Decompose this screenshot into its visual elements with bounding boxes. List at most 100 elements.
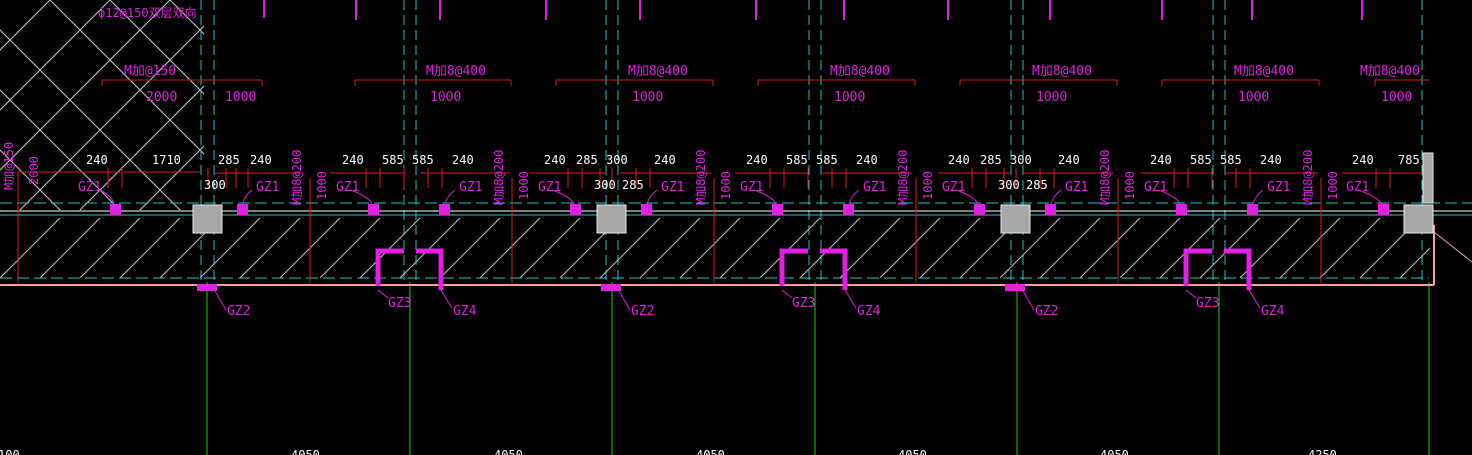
column-1 (192, 204, 223, 234)
gz3-tag: GZ3 (792, 296, 815, 311)
svg-text:240: 240 (250, 153, 272, 167)
dimension-labels: 240 1710 285 240 300 240 585 585 240 240… (86, 153, 1420, 192)
vspan-left: 2000 (27, 156, 41, 185)
gz1-tag: GZ1 (459, 180, 482, 195)
structural-columns[interactable] (192, 152, 1434, 234)
vlabel-4: M加8@200 (896, 150, 910, 205)
gz1-tag: GZ1 (1267, 180, 1290, 195)
svg-text:585: 585 (1190, 153, 1212, 167)
svg-text:585: 585 (1220, 153, 1242, 167)
svg-text:4050: 4050 (494, 448, 523, 455)
svg-text:585: 585 (786, 153, 808, 167)
vlabel-left: M加@150 (2, 142, 16, 190)
svg-text:240: 240 (1058, 153, 1080, 167)
grid-spacing-labels: 100 4050 4050 4050 4050 4050 4250 (0, 448, 1337, 455)
svg-text:4250: 4250 (1308, 448, 1337, 455)
rebar-label-4: M加8@400 (830, 64, 890, 79)
svg-text:4050: 4050 (1100, 448, 1129, 455)
span-4: 1000 (834, 90, 865, 105)
svg-text:285: 285 (980, 153, 1002, 167)
svg-text:240: 240 (452, 153, 474, 167)
column-2 (596, 204, 627, 234)
span-labels: 2000 1000 1000 1000 1000 1000 1000 1000 (146, 90, 1412, 105)
span-2: 1000 (430, 90, 461, 105)
svg-text:240: 240 (746, 153, 768, 167)
svg-text:785: 785 (1398, 153, 1420, 167)
svg-text:240: 240 (342, 153, 364, 167)
gz1-tag: GZ1 (538, 180, 561, 195)
rebar-label-6: M加8@400 (1234, 64, 1294, 79)
span-5: 1000 (1036, 90, 1067, 105)
span-first: 2000 (146, 90, 177, 105)
svg-text:300: 300 (204, 178, 226, 192)
vspan-5: 1000 (1123, 171, 1137, 200)
span-7: 1000 (1381, 90, 1412, 105)
vlabel-2: M加8@200 (492, 150, 506, 205)
rebar-label-5: M加8@400 (1032, 64, 1092, 79)
vlabel-3: M加8@200 (694, 150, 708, 205)
svg-text:300: 300 (594, 178, 616, 192)
vspan-6: 1000 (1326, 171, 1340, 200)
gz1-tag: GZ1 (1065, 180, 1088, 195)
rebar-label-first: M加@150 (124, 64, 176, 79)
gz1-tag: GZ1 (1144, 180, 1167, 195)
gz3-tag: GZ3 (388, 296, 411, 311)
gz1-markers[interactable] (110, 204, 1389, 215)
svg-text:240: 240 (1150, 153, 1172, 167)
svg-text:585: 585 (816, 153, 838, 167)
vspan-1: 1000 (315, 171, 329, 200)
svg-text:100: 100 (0, 448, 20, 455)
svg-text:240: 240 (1352, 153, 1374, 167)
svg-text:240: 240 (1260, 153, 1282, 167)
vlabel-6: M加8@200 (1301, 150, 1315, 205)
gz1-tag: GZ1 (942, 180, 965, 195)
top-edge-marks (263, 0, 1363, 20)
gz1-tag: GZ1 (863, 180, 886, 195)
wall-centerlines (200, 0, 1423, 282)
gz1-tag: GZ1 (661, 180, 684, 195)
column-4 (1403, 204, 1434, 234)
gz2-markers[interactable] (197, 284, 1025, 291)
tag-leaders (99, 189, 1383, 311)
gz4-tag: GZ4 (453, 304, 477, 319)
gz2-tag: GZ2 (227, 304, 250, 319)
svg-text:300: 300 (606, 153, 628, 167)
svg-text:1710: 1710 (152, 153, 181, 167)
gz-tags: GZ1 GZ1 GZ1 GZ1 GZ1 GZ1 GZ1 GZ1 GZ1 GZ1 … (78, 180, 1369, 319)
svg-text:285: 285 (622, 178, 644, 192)
slab-hatch (0, 217, 1430, 278)
vlabel-1: M加8@200 (290, 150, 304, 205)
vspan-2: 1000 (517, 171, 531, 200)
svg-text:585: 585 (382, 153, 404, 167)
svg-text:300: 300 (998, 178, 1020, 192)
gz3-gz4-columns[interactable] (375, 248, 1252, 290)
rebar-outlines (17, 79, 1430, 283)
svg-text:240: 240 (856, 153, 878, 167)
grid-axes (206, 282, 1430, 455)
span-6: 1000 (1238, 90, 1269, 105)
svg-text:240: 240 (86, 153, 108, 167)
svg-text:300: 300 (1010, 153, 1032, 167)
vspan-3: 1000 (719, 171, 733, 200)
rebar-label-2: M加8@400 (426, 64, 486, 79)
svg-text:240: 240 (654, 153, 676, 167)
vertical-rebar-labels: M加@150 2000 M加8@200 1000 M加8@200 1000 M加… (2, 142, 1340, 205)
column-3 (1000, 204, 1031, 234)
column-edge (1422, 152, 1434, 204)
svg-text:285: 285 (1026, 178, 1048, 192)
gz4-tag: GZ4 (857, 304, 881, 319)
gz4-tag: GZ4 (1261, 304, 1285, 319)
svg-text:285: 285 (218, 153, 240, 167)
gz1-tag: GZ1 (78, 180, 101, 195)
vspan-4: 1000 (921, 171, 935, 200)
svg-text:585: 585 (412, 153, 434, 167)
svg-text:4050: 4050 (291, 448, 320, 455)
rebar-label-3: M加8@400 (628, 64, 688, 79)
svg-text:240: 240 (544, 153, 566, 167)
gz1-tag: GZ1 (256, 180, 279, 195)
span-1: 1000 (225, 90, 256, 105)
svg-text:4050: 4050 (898, 448, 927, 455)
gz1-tag: GZ1 (1346, 180, 1369, 195)
